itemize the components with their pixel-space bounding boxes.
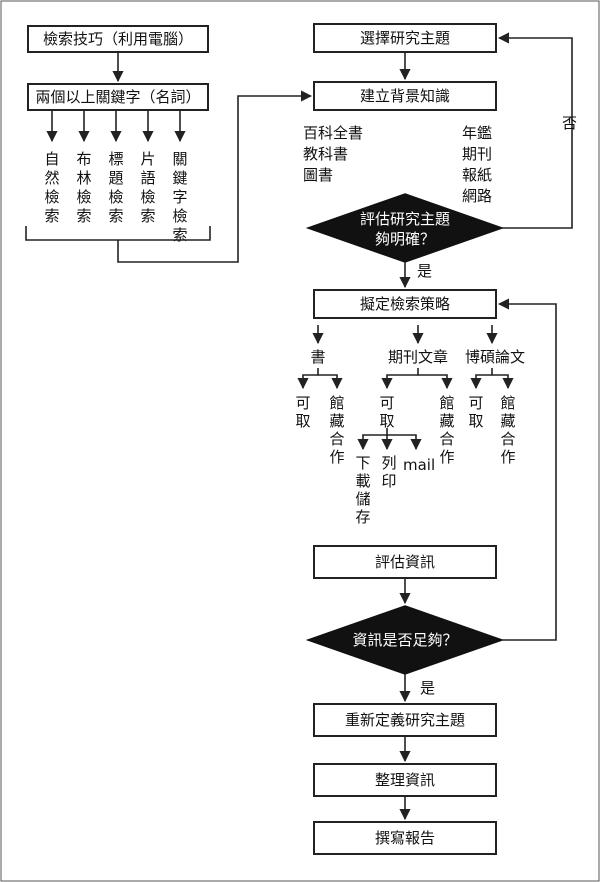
evaluate-topic-line1: 評估研究主題	[360, 210, 450, 228]
articles-interlibrary: 館藏合作	[439, 394, 454, 466]
arrow-mail	[387, 434, 422, 451]
yes-label-2: 是	[420, 679, 435, 697]
option-print: 列印	[381, 454, 396, 490]
organize-label: 整理資訊	[375, 771, 435, 789]
source-newspaper: 報紙	[462, 166, 492, 184]
method-keyword: 關鍵字檢索	[172, 150, 187, 244]
choose-topic-box	[313, 23, 497, 53]
branch-books: 書	[310, 348, 325, 366]
arrow-books-interlibrary	[318, 374, 343, 390]
evaluate-info-label: 評估資訊	[375, 553, 435, 571]
yes-label-1: 是	[417, 262, 432, 280]
no-label: 否	[562, 114, 577, 132]
method-natural: 自然檢索	[44, 150, 59, 225]
theses-available: 可取	[468, 394, 483, 430]
books-interlibrary: 館藏合作	[329, 394, 344, 466]
arrow-info-no-loop	[497, 298, 557, 641]
arrow-articles-interlibrary	[418, 374, 453, 390]
branch-articles: 期刊文章	[388, 348, 448, 366]
write-report-box	[313, 821, 497, 855]
arrow-no-loop	[497, 32, 573, 229]
arrow-theses-available	[470, 368, 493, 390]
method-subject: 標題檢索	[108, 150, 123, 225]
arrow-theses-interlibrary	[492, 374, 514, 390]
source-encyclopedia: 百科全書	[303, 124, 363, 142]
source-internet: 網路	[462, 187, 492, 205]
organize-box	[313, 763, 497, 797]
keywords-box	[27, 83, 209, 111]
arrow-to-background	[117, 90, 313, 263]
option-download: 下載儲存	[355, 454, 370, 526]
background-box	[313, 81, 497, 111]
source-textbook: 教科書	[303, 145, 348, 163]
strategy-label: 擬定檢索策略	[360, 295, 450, 313]
search-methods: 自然檢索 布林檢索 標題檢索 片語檢索 關鍵字檢索	[44, 150, 187, 244]
arrow-books-available	[297, 368, 319, 390]
background-label: 建立背景知識	[360, 87, 450, 105]
source-journal: 期刊	[462, 145, 492, 163]
redefine-label: 重新定義研究主題	[345, 711, 465, 729]
mail-label: mail	[403, 456, 435, 474]
method-boolean: 布林檢索	[76, 150, 91, 225]
write-report-label: 撰寫報告	[375, 829, 435, 847]
redefine-box	[313, 703, 497, 737]
theses-interlibrary: 館藏合作	[500, 394, 515, 466]
method-phrase: 片語檢索	[140, 150, 155, 225]
articles-available: 可取	[379, 394, 394, 430]
info-enough-label: 資訊是否足夠？	[352, 631, 457, 649]
books-available: 可取	[295, 394, 310, 430]
source-books: 圖書	[303, 166, 333, 184]
evaluate-info-box	[313, 545, 497, 579]
search-skill-label: 檢索技巧（利用電腦）	[43, 30, 193, 48]
evaluate-topic-line2: 夠明確？	[375, 230, 435, 248]
keywords-label: 兩個以上關鍵字（名詞）	[35, 88, 200, 106]
branch-theses: 博碩論文	[465, 348, 525, 366]
arrow-articles-available	[381, 368, 419, 390]
arrow-download	[357, 428, 388, 451]
strategy-box	[313, 289, 497, 319]
choose-topic-label: 選擇研究主題	[360, 29, 450, 47]
source-yearbook: 年鑑	[462, 124, 492, 142]
